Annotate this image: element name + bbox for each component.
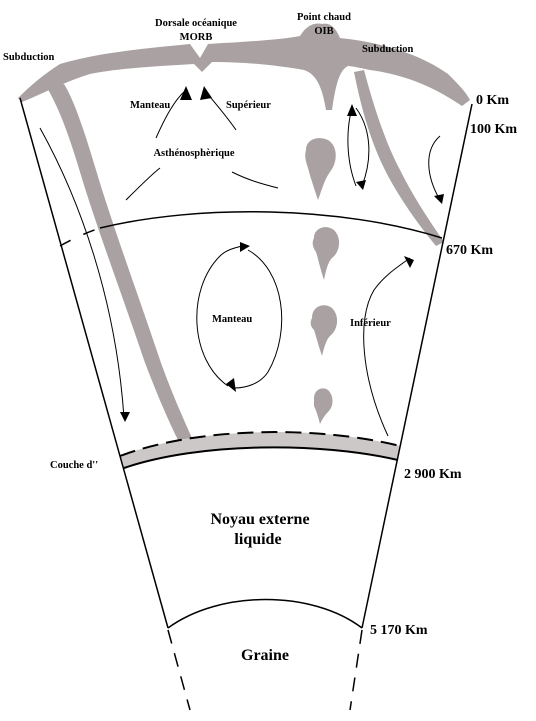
convection-arrows bbox=[39, 89, 441, 437]
arrow-heads bbox=[120, 86, 444, 422]
inner-core-right-dashed bbox=[349, 629, 363, 711]
subduction-label-right: Subduction bbox=[362, 44, 414, 55]
arrow-far-right-down bbox=[428, 135, 441, 201]
arrow-lower-right-up bbox=[363, 257, 411, 437]
outer-core-label-line2: liquide bbox=[234, 531, 281, 548]
left-subducting-slab bbox=[46, 84, 192, 440]
plume-blob-2 bbox=[312, 227, 340, 280]
d-layer-label: Couche d'' bbox=[50, 460, 98, 471]
ridge-label-line1: Dorsale océanique bbox=[155, 18, 237, 29]
arrowhead-far-right bbox=[434, 194, 444, 204]
d-double-prime-top-dashed bbox=[119, 431, 401, 457]
arrowhead-upper-right-up bbox=[347, 104, 357, 116]
arrowhead-left-slab bbox=[120, 412, 130, 422]
depth-label-5170: 5 170 Km bbox=[370, 623, 428, 638]
depth-label-100: 100 Km bbox=[470, 122, 517, 137]
transition-zone-boundary bbox=[99, 211, 443, 239]
ridge-label-line2: MORB bbox=[180, 32, 213, 43]
arrowhead-lower-cell-down bbox=[226, 378, 236, 392]
inner-core-left-dashed bbox=[167, 629, 191, 711]
arrow-up-to-ridge-left bbox=[155, 89, 187, 139]
arrowhead-upper-right-down bbox=[356, 180, 366, 190]
transition-zone-boundary-dashed bbox=[59, 227, 101, 247]
hotspot-label-line1: Point chaud bbox=[297, 12, 351, 23]
subduction-label-left: Subduction bbox=[3, 52, 55, 63]
wedge-left-edge bbox=[19, 97, 169, 629]
arrow-upper-right-cell-up bbox=[347, 107, 357, 187]
arrowhead-lower-cell-up bbox=[240, 242, 250, 252]
upper-mantle-label-left: Manteau bbox=[130, 100, 170, 111]
d-double-prime-layer bbox=[120, 432, 400, 468]
right-subducting-slab bbox=[354, 70, 444, 246]
lithosphere-band bbox=[18, 23, 470, 110]
plume-blob-1 bbox=[305, 138, 336, 200]
core-mantle-boundary bbox=[123, 446, 399, 469]
arrowhead-ridge-left bbox=[180, 86, 192, 100]
wedge-right-edge bbox=[361, 103, 473, 629]
depth-label-670: 670 Km bbox=[446, 243, 493, 258]
depth-label-2900: 2 900 Km bbox=[404, 467, 462, 482]
arrowhead-lower-right-up bbox=[404, 256, 414, 268]
upper-mantle-label-right: Supérieur bbox=[226, 100, 271, 111]
arrow-astheno-left bbox=[125, 167, 161, 201]
outer-core-label-line1: Noyau externe bbox=[210, 511, 309, 528]
arrow-lower-cell-up bbox=[196, 245, 243, 387]
arrow-lower-cell-down bbox=[233, 249, 283, 389]
plume-blob-3 bbox=[310, 305, 338, 356]
depth-label-0: 0 Km bbox=[476, 93, 509, 108]
plume-blob-4 bbox=[314, 388, 333, 424]
arrow-upper-right-cell-down bbox=[355, 107, 370, 187]
inner-core-label: Graine bbox=[241, 647, 289, 664]
lower-mantle-label-left: Manteau bbox=[212, 314, 252, 325]
lower-mantle-label-right: Inférieur bbox=[350, 318, 391, 329]
inner-core-boundary bbox=[167, 598, 363, 629]
arrowhead-ridge-right bbox=[200, 86, 212, 100]
arrow-left-slab-down bbox=[39, 127, 125, 419]
arrow-astheno-right bbox=[231, 171, 279, 189]
hotspot-label-line2: OIB bbox=[314, 26, 333, 37]
asthenosphere-label: Asthénosphèrique bbox=[153, 148, 234, 159]
